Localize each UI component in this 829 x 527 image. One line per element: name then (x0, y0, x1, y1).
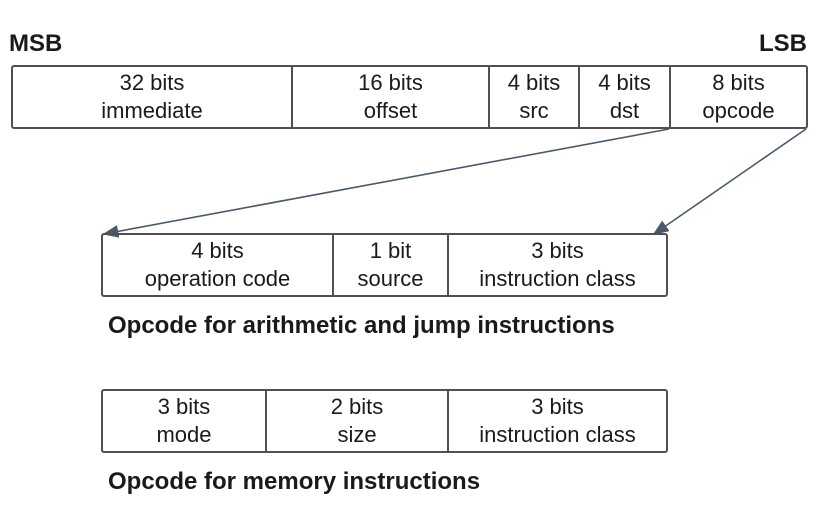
field-name: operation code (144, 266, 291, 291)
field-bits: 32 bits (119, 70, 185, 95)
field-name: instruction class (479, 422, 636, 447)
arith-opcode-caption: Opcode for arithmetic and jump instructi… (108, 312, 615, 339)
field-bits: 2 bits (330, 394, 384, 419)
instruction-format: 32 bits immediate 16 bits offset 4 bits … (11, 65, 808, 129)
field-offset: 16 bits offset (293, 67, 490, 127)
mem-opcode-format: 3 bits mode 2 bits size 3 bits instructi… (101, 389, 668, 453)
field-name: offset (363, 98, 418, 123)
field-bits: 16 bits (358, 70, 423, 95)
field-instruction-class: 3 bits instruction class (449, 391, 666, 451)
field-name: immediate (101, 98, 203, 123)
lsb-label: LSB (759, 30, 807, 57)
msb-label: MSB (9, 30, 63, 57)
field-opcode: 8 bits opcode (671, 67, 806, 127)
field-bits: 3 bits (531, 238, 584, 263)
arrow-right (652, 128, 807, 235)
field-name: opcode (702, 98, 775, 123)
field-name: dst (609, 98, 640, 123)
field-bits: 4 bits (191, 238, 244, 263)
field-mode: 3 bits mode (103, 391, 267, 451)
field-instruction-class: 3 bits instruction class (449, 235, 666, 295)
field-name: source (357, 266, 424, 291)
field-bits: 3 bits (157, 394, 211, 419)
field-bits: 4 bits (598, 70, 651, 95)
field-source: 1 bit source (334, 235, 449, 295)
field-size: 2 bits size (267, 391, 449, 451)
field-immediate: 32 bits immediate (13, 67, 293, 127)
mem-opcode-caption: Opcode for memory instructions (108, 468, 481, 495)
field-bits: 8 bits (712, 70, 765, 95)
arith-opcode-format: 4 bits operation code 1 bit source 3 bit… (101, 233, 668, 297)
field-name: src (519, 98, 549, 123)
field-src: 4 bits src (490, 67, 580, 127)
field-operation-code: 4 bits operation code (103, 235, 334, 295)
field-dst: 4 bits dst (580, 67, 671, 127)
field-name: mode (156, 422, 212, 447)
field-bits: 4 bits (507, 70, 561, 95)
field-bits: 3 bits (531, 394, 584, 419)
field-name: instruction class (479, 266, 636, 291)
arrow-left (102, 128, 670, 238)
field-bits: 1 bit (369, 238, 412, 263)
field-name: size (337, 422, 377, 447)
